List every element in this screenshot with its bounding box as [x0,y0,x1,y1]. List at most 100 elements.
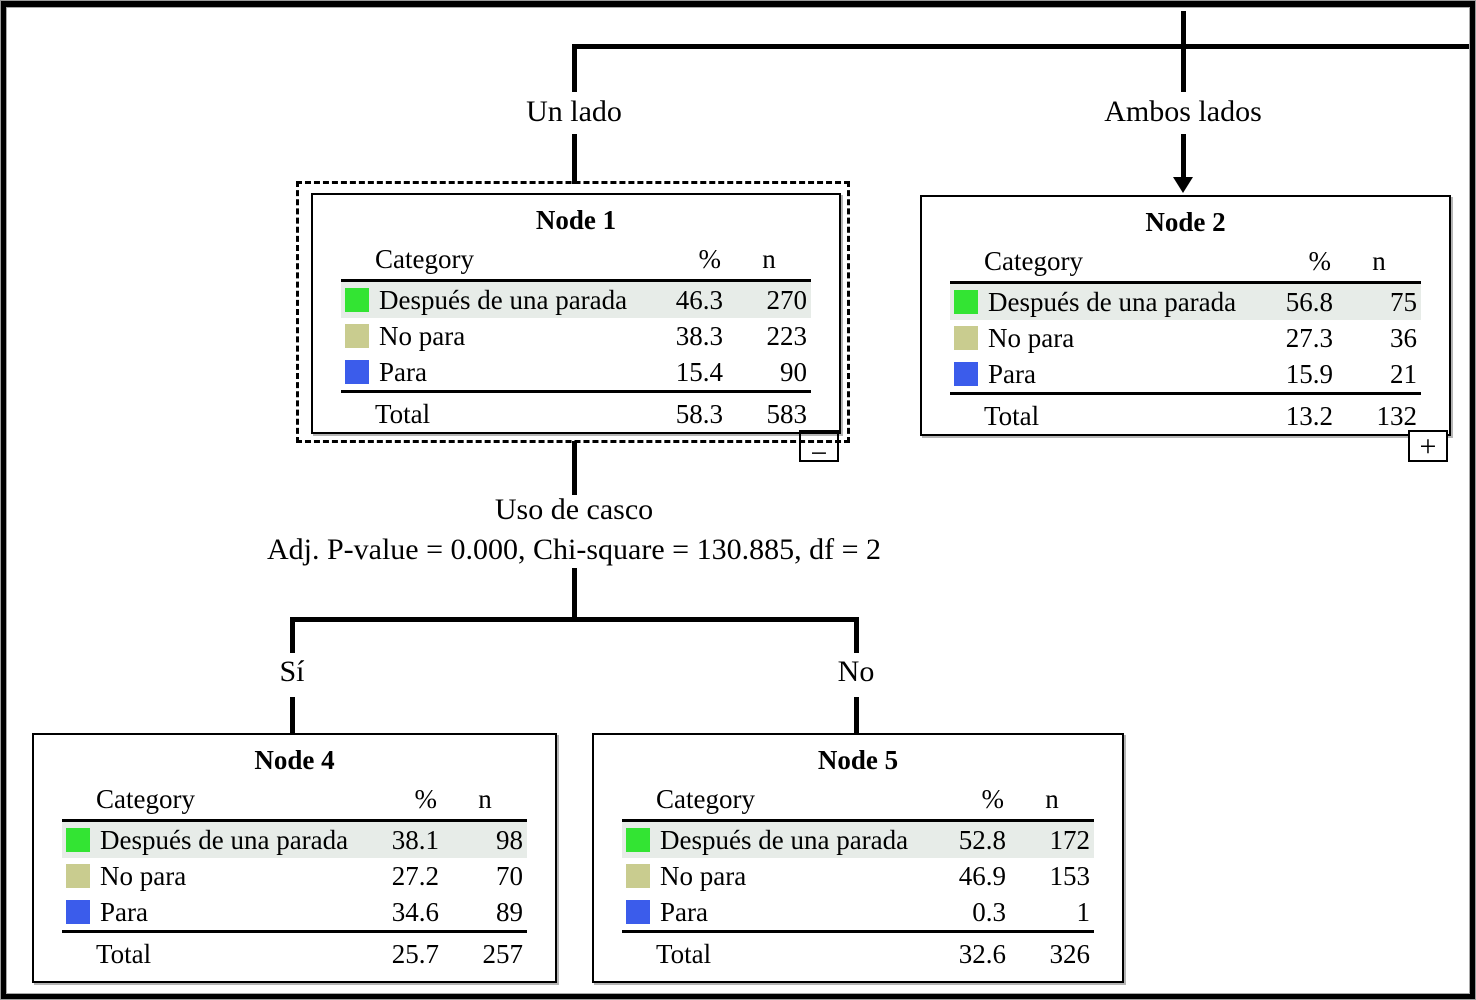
percent-value: 27.2 [391,861,439,891]
percent-value: 27.3 [1285,323,1333,353]
node-2[interactable]: Node 2 Category % n Después de una parad… [920,195,1451,436]
percent-value: 0.3 [972,897,1006,927]
category-label: Para [660,897,708,927]
n-value: 172 [1049,825,1091,855]
total-percent-value: 32.6 [958,939,1006,969]
total-rule [950,392,1421,395]
category-swatch-olive-icon [66,864,90,888]
node-title: Node 1 [535,205,617,235]
branch-line-unlado-lower [572,134,577,184]
branch-line-ambos-lower [1181,134,1186,179]
branch-label-no: No [837,655,875,688]
column-header-n: n [1045,784,1059,814]
n-value: 36 [1390,323,1417,353]
header-rule [622,819,1094,822]
percent-value: 34.6 [391,897,439,927]
n-value: 21 [1390,359,1417,389]
node-1[interactable]: Node 1 Category % n Después de una parad… [311,193,841,434]
total-rule [622,930,1094,933]
branch-label-ambos-lados: Ambos lados [1104,95,1262,128]
total-row: Total 32.6 326 [622,933,1094,975]
n-value: 98 [496,825,523,855]
table-header-row: Category % n [950,241,1421,281]
category-swatch-blue-icon [626,900,650,924]
n-value: 75 [1390,287,1417,317]
n-value: 1 [1076,897,1091,927]
category-label: Para [988,359,1036,389]
table-header-row: Category % n [341,239,811,279]
node-title: Node 2 [1145,207,1226,237]
category-label: Después de una parada [660,825,909,855]
header-rule [62,819,527,822]
table-row: Después de una parada 56.8 75 [950,284,1421,320]
arrowhead-icon [1173,177,1193,193]
column-header-percent: % [414,784,438,814]
n-value: 70 [496,861,523,891]
table-row: Después de una parada 38.1 98 [62,822,527,858]
percent-value: 38.3 [675,321,723,351]
total-row: Total 58.3 583 [341,393,811,435]
category-swatch-olive-icon [954,326,978,350]
category-swatch-olive-icon [626,864,650,888]
column-header-percent: % [981,784,1005,814]
category-swatch-blue-icon [345,360,369,384]
table-row: No para 46.9 153 [622,858,1094,894]
column-header-percent: % [1308,246,1332,276]
category-swatch-blue-icon [954,362,978,386]
branch-label-si: Sí [279,655,305,688]
branch-line-root-stub [1181,11,1186,49]
category-swatch-blue-icon [66,900,90,924]
n-value: 270 [766,285,808,315]
total-percent-value: 25.7 [391,939,439,969]
n-value: 89 [496,897,523,927]
split-variable-label: Uso de casco [494,493,654,526]
category-label: Después de una parada [379,285,628,315]
table-row: Después de una parada 46.3 270 [341,282,811,318]
category-label: No para [379,321,466,351]
percent-value: 46.3 [675,285,723,315]
column-header-percent: % [698,244,722,274]
category-label: No para [988,323,1075,353]
total-n-value: 257 [482,939,524,969]
percent-value: 46.9 [958,861,1006,891]
table-row: Después de una parada 52.8 172 [622,822,1094,858]
category-swatch-green-icon [626,828,650,852]
column-header-category: Category [96,784,195,814]
branch-line-no-upper [854,617,859,653]
node-5[interactable]: Node 5 Category % n Después de una parad… [592,733,1124,983]
total-percent-value: 58.3 [675,399,723,429]
node2-expand-button[interactable]: + [1408,430,1448,462]
header-rule [950,281,1421,284]
branch-line-ambos-upper [1181,44,1186,92]
category-swatch-green-icon [66,828,90,852]
branch-label-un-lado: Un lado [526,95,622,128]
percent-value: 15.4 [675,357,723,387]
table-row: Para 0.3 1 [622,894,1094,930]
node-title: Node 4 [254,745,335,775]
column-header-n: n [1372,246,1386,276]
branch-line-node1-bottom [572,441,577,495]
table-row: Para 15.4 90 [341,354,811,390]
category-label: Después de una parada [100,825,349,855]
total-label: Total [984,401,1040,431]
column-header-category: Category [375,244,474,274]
total-label: Total [656,939,712,969]
total-percent-value: 13.2 [1285,401,1333,431]
branch-line-no-lower [854,697,859,734]
table-row: No para 38.3 223 [341,318,811,354]
table-row: Para 15.9 21 [950,356,1421,392]
column-header-n: n [762,244,776,274]
total-n-value: 132 [1376,401,1418,431]
category-label: No para [660,861,747,891]
total-n-value: 583 [766,399,808,429]
node1-collapse-button[interactable]: − [799,430,839,470]
header-rule [341,279,811,282]
table-row: Para 34.6 89 [62,894,527,930]
category-swatch-green-icon [345,288,369,312]
table-row: No para 27.3 36 [950,320,1421,356]
total-rule [62,930,527,933]
node-4[interactable]: Node 4 Category % n Después de una parad… [32,733,557,983]
branch-line-si-upper [290,617,295,653]
total-label: Total [96,939,152,969]
